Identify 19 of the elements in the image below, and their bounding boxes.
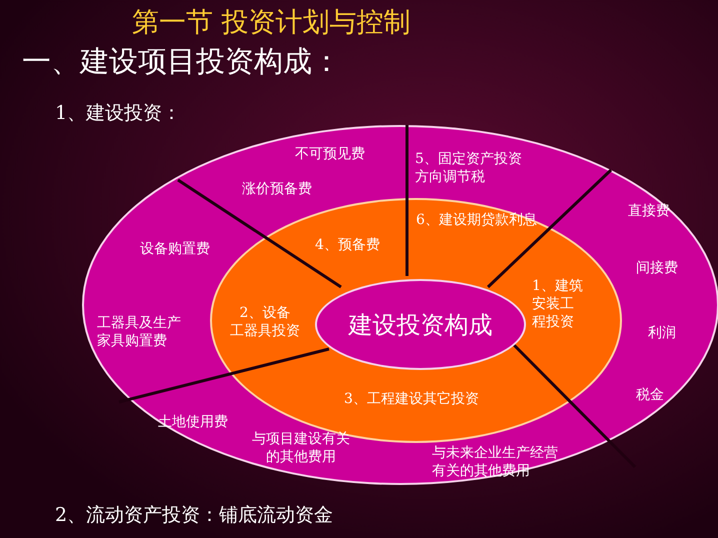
segment-label: 4、预备费 — [315, 236, 380, 254]
subheading: 1、建设投资： — [55, 101, 182, 126]
segment-label: 工器具及生产家具购置费 — [97, 314, 181, 350]
segment-label: 设备购置费 — [140, 240, 210, 258]
segment-label: 直接费 — [628, 202, 670, 220]
section-heading: 一、建设项目投资构成： — [22, 43, 341, 80]
slide-title: 第一节 投资计划与控制 — [132, 6, 411, 40]
segment-label: 涨价预备费 — [242, 180, 312, 198]
subheading: 2、流动资产投资：铺底流动资金 — [55, 503, 334, 528]
segment-label: 1、建筑安装工程投资 — [532, 277, 583, 331]
segment-label: 间接费 — [636, 259, 678, 277]
segment-label: 与项目建设有关的其他费用 — [252, 430, 350, 466]
segment-label: 2、设备工器具投资 — [230, 304, 300, 340]
center-label: 建设投资构成 — [347, 310, 494, 340]
segment-label: 利润 — [648, 324, 676, 342]
segment-label: 3、工程建设其它投资 — [344, 390, 479, 408]
segment-label: 不可预见费 — [295, 145, 365, 163]
segment-label: 5、固定资产投资方向调节税 — [415, 150, 522, 186]
segment-label: 税金 — [636, 386, 664, 404]
